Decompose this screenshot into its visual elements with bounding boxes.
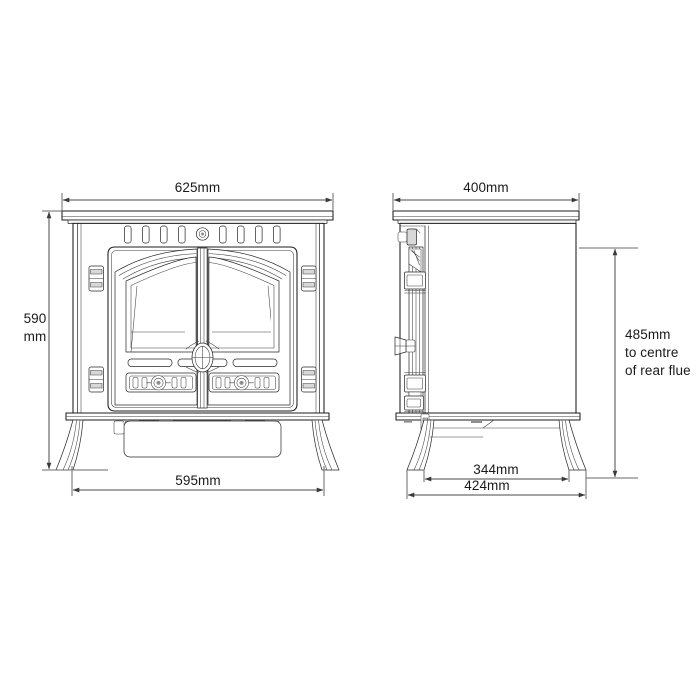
dimension-body-width-label: 595mm [175,473,221,488]
front-leg-left [55,419,84,471]
dimension-rear-flue-height-label-line1: 485mm [625,327,671,342]
front-vent-slots [124,225,281,244]
dimension-overall-height-label-line1: 590 [24,311,47,326]
front-hinge-bottom-left [88,366,104,393]
side-door-handle[interactable] [394,336,416,356]
side-body-shell [399,222,577,415]
front-door-right[interactable] [207,248,291,406]
dimension-rear-flue-height-label-line3: of rear flue [625,363,691,378]
front-door-left[interactable] [114,248,198,406]
dimension-top-plate-width: 625mm [61,180,334,211]
dimension-body-width: 595mm [71,466,325,496]
front-hinge-bottom-right [301,366,317,393]
dimension-rear-flue-height: 485mm to centre of rear flue [579,247,691,479]
side-cross-brace [429,419,561,438]
dimension-leg-span-depth: 344mm [423,462,570,482]
front-top-plate [61,210,334,224]
front-hinge-top-left [88,265,104,292]
dimension-body-depth-label: 424mm [464,478,510,493]
dimension-overall-height-label-line2: mm [24,329,47,344]
front-hinge-top-right [301,265,317,292]
dimension-rear-flue-height-label-line2: to centre [625,345,678,360]
flue-blanking-plate-icon [195,227,210,241]
dimension-top-plate-depth-label: 400mm [463,180,509,195]
front-ash-pan[interactable] [113,420,282,458]
dimension-leg-span-depth-label: 344mm [473,462,519,477]
side-leg-rear [558,419,587,471]
side-door-knob-top[interactable] [397,228,421,246]
front-door-centre-stile [197,247,208,409]
side-leg-front [406,419,435,471]
air-control-knob-left[interactable] [146,375,171,391]
dimension-top-plate-width-label: 625mm [175,180,221,195]
dimension-overall-height: 590 mm [24,210,108,471]
side-hinge-handle-assembly [394,246,426,418]
dimension-body-depth: 424mm [406,470,587,499]
dimension-top-plate-depth: 400mm [392,180,580,211]
side-top-plate [392,210,580,224]
front-elevation-view [55,210,340,471]
door-latch-handle[interactable] [185,340,220,374]
front-leg-right [311,419,340,471]
side-elevation-view [392,210,587,471]
air-control-knob-right[interactable] [229,375,254,391]
